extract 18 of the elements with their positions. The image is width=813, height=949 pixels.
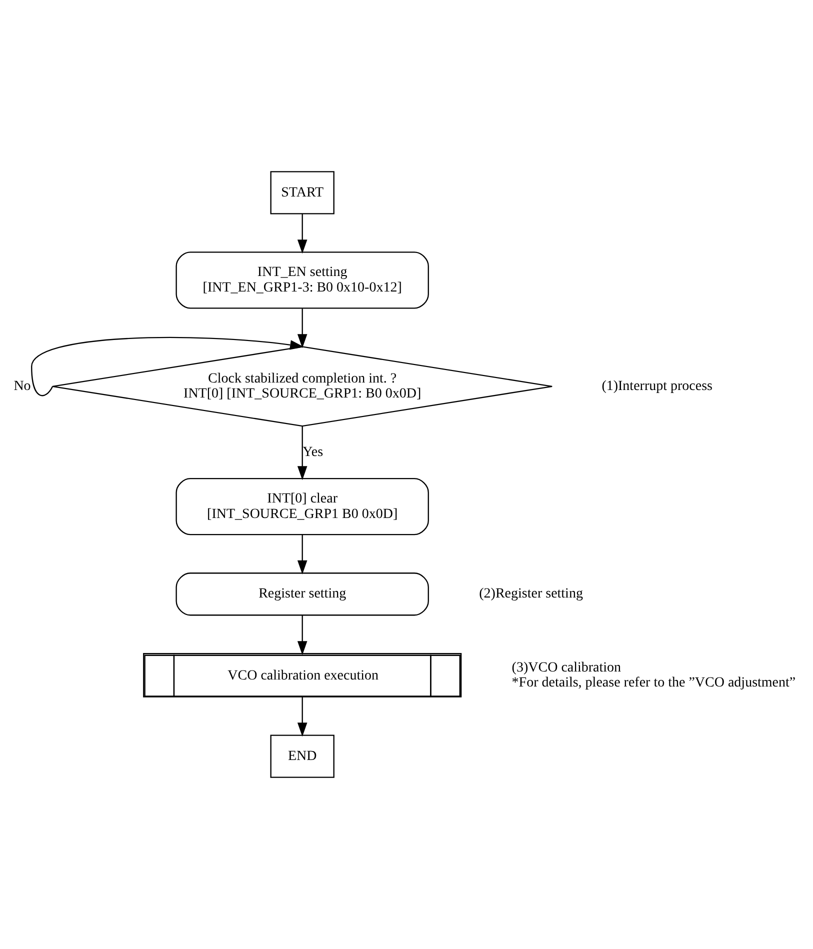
arrow: [297, 308, 308, 348]
arrow: [297, 697, 308, 737]
node-box: START: [270, 171, 334, 214]
label: (1)Interrupt process: [602, 379, 713, 394]
node-label: (3)VCO calibration: [512, 660, 622, 676]
arrow: [297, 534, 308, 574]
node-box: END: [270, 734, 334, 778]
node-diamond: Clock stabilized completion int. ? INT[0] [INT_SOURCE_GRP1: B0 0x0D]: [52, 346, 553, 427]
node-box: INT_EN setting [INT_EN_GRP1-3: B0 0x10-0x12]: [176, 252, 429, 309]
edge-label: No: [14, 379, 31, 394]
node-label: *For details, please refer to the ”VCO adjustment”: [512, 675, 796, 690]
arrow: [297, 426, 308, 480]
node-box: INT[0] clear [INT_SOURCE_GRP1 B0 0x0D]: [176, 478, 429, 536]
arrow: [297, 214, 308, 254]
arrow: [31, 336, 304, 396]
node-box: Register setting: [176, 572, 429, 616]
node-label: (2)Register setting: [479, 586, 583, 602]
arrow: [297, 615, 308, 656]
